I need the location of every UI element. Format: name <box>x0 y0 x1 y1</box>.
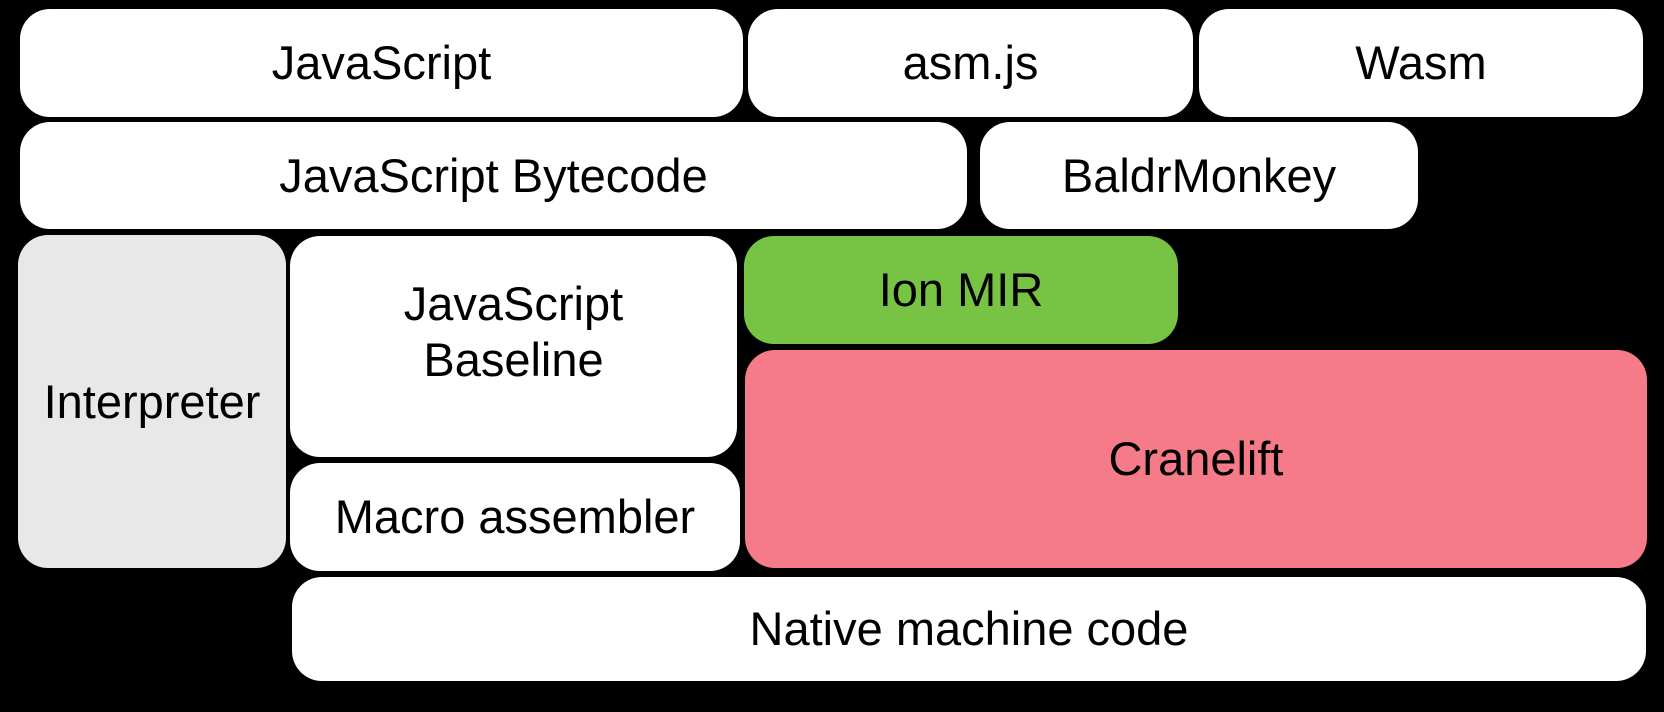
node-javascript-bytecode-label: JavaScript Bytecode <box>279 148 708 202</box>
node-ion-mir: Ion MIR <box>744 236 1178 344</box>
node-native-machine-code-label: Native machine code <box>749 602 1189 656</box>
node-javascript: JavaScript <box>20 9 743 117</box>
node-wasm-label: Wasm <box>1355 36 1487 90</box>
node-javascript-label: JavaScript <box>271 36 492 90</box>
node-javascript-bytecode: JavaScript Bytecode <box>20 122 967 229</box>
node-asmjs: asm.js <box>748 9 1193 117</box>
node-javascript-baseline-line2: Baseline <box>423 332 604 386</box>
node-cranelift: Cranelift <box>745 350 1647 568</box>
node-ion-mir-label: Ion MIR <box>878 263 1044 317</box>
node-javascript-baseline: JavaScript Baseline <box>290 236 737 457</box>
node-javascript-baseline-line1: JavaScript <box>403 277 624 331</box>
node-cranelift-label: Cranelift <box>1108 432 1284 486</box>
node-macro-assembler: Macro assembler <box>290 463 740 571</box>
node-interpreter-label: Interpreter <box>43 374 261 428</box>
node-baldrmonkey-label: BaldrMonkey <box>1061 148 1337 202</box>
node-macro-assembler-label: Macro assembler <box>334 490 696 544</box>
node-wasm: Wasm <box>1199 9 1643 117</box>
node-asmjs-label: asm.js <box>902 36 1039 90</box>
node-native-machine-code: Native machine code <box>292 577 1646 681</box>
node-interpreter: Interpreter <box>18 235 286 568</box>
node-baldrmonkey: BaldrMonkey <box>980 122 1418 229</box>
